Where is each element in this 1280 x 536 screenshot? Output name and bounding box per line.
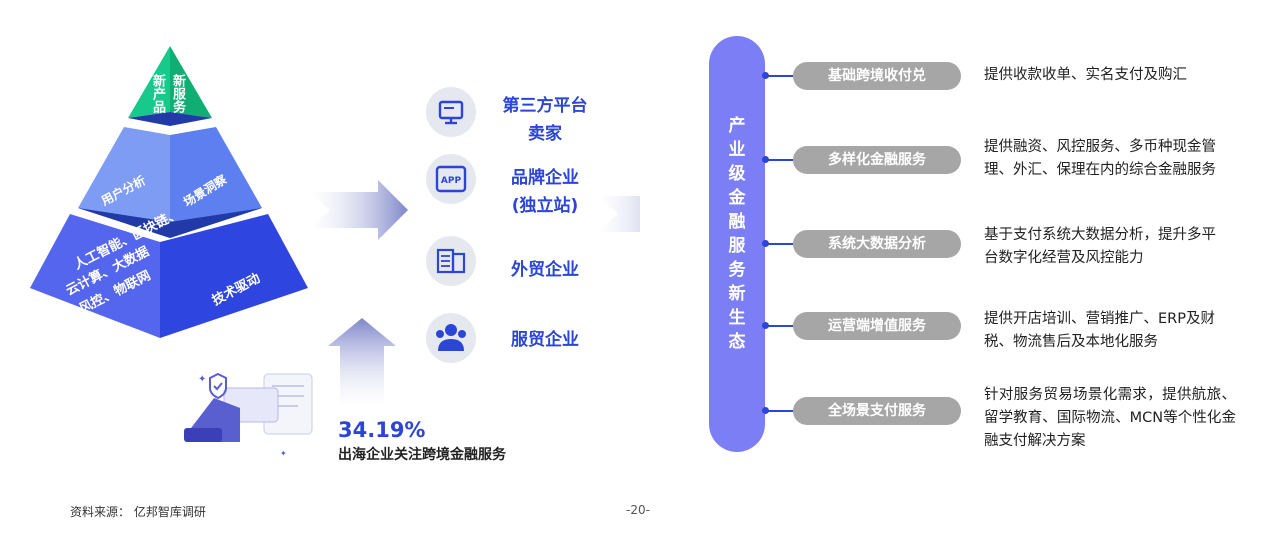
pyramid-mid-right-face: [170, 127, 262, 238]
stat-value: 34.19%: [338, 418, 426, 442]
up-arrow: [328, 318, 396, 408]
page-number: -20-: [626, 503, 650, 517]
category-label-service-trade: 服贸企业: [511, 330, 579, 350]
source-note: 资料来源： 亿邦智库调研: [70, 505, 206, 519]
service-pill-big-data: 系统大数据分析: [793, 230, 961, 258]
category-label-foreign-trade: 外贸企业: [511, 260, 579, 280]
connector-dot: [762, 156, 769, 163]
service-pill-basic-payment: 基础跨境收付兑: [793, 62, 961, 90]
svg-text:✦: ✦: [280, 449, 287, 458]
pyramid-mid-base: [78, 208, 262, 238]
connector-line: [765, 410, 793, 412]
category-label-brand: 品牌企业 (独立站): [511, 168, 579, 216]
service-pill-diversified-finance: 多样化金融服务: [793, 146, 961, 174]
right-arrow-1: [308, 180, 408, 240]
stat-description: 出海企业关注跨境金融服务: [338, 447, 506, 463]
connector-line: [765, 325, 793, 327]
service-desc-basic-payment: 提供收款收单、实名支付及购汇: [984, 67, 1187, 83]
connector-dot: [762, 72, 769, 79]
connector-dot: [762, 322, 769, 329]
connector-line: [765, 243, 793, 245]
connector-line: [765, 75, 793, 77]
pyramid-bottom-right-face: [160, 214, 308, 338]
svg-text:✦: ✦: [198, 374, 206, 385]
connector-dot: [762, 407, 769, 414]
pyramid-top-base: [128, 112, 212, 126]
service-desc-value-added: 提供开店培训、营销推广、ERP及财税、物流售后及本地化服务: [984, 311, 1215, 350]
payment-card-illustration: ✦ ✦: [184, 372, 313, 458]
service-desc-big-data: 基于支付系统大数据分析，提升多平台数字化经营及风控能力: [984, 227, 1216, 266]
pyramid-top-left-label: 新产品: [150, 74, 165, 113]
ecosystem-label: 产业级金融服务新生态: [728, 116, 746, 352]
connector-dot: [762, 240, 769, 247]
right-arrow-2: [596, 196, 640, 232]
svg-text:APP: APP: [441, 176, 462, 186]
category-label-third-party: 第三方平台 卖家: [502, 96, 588, 144]
pyramid-top-right-face: [170, 46, 212, 118]
service-desc-diversified-finance: 提供融资、风控服务、多币种现金管理、外汇、保理在内的综合金融服务: [984, 139, 1216, 178]
pyramid-graphic: [30, 46, 640, 408]
pyramid-mid-left-face: [78, 127, 170, 238]
pyramid-top-left-face: [128, 46, 170, 118]
pyramid-top-right-label: 新服务: [170, 74, 185, 113]
pyramid-bottom-left-face: [30, 214, 160, 338]
service-pill-full-scenario: 全场景支付服务: [793, 397, 961, 425]
service-pill-value-added: 运营端增值服务: [793, 312, 961, 340]
people-icon: [426, 313, 476, 363]
monitor-icon: [426, 87, 476, 137]
app-icon: APP: [426, 154, 476, 204]
connector-line: [765, 159, 793, 161]
service-desc-full-scenario: 针对服务贸易场景化需求，提供航旅、留学教育、国际物流、MCN等个性化金融支付解决…: [984, 387, 1236, 449]
document-icon: [426, 236, 476, 286]
ecosystem-pill: [709, 36, 765, 452]
